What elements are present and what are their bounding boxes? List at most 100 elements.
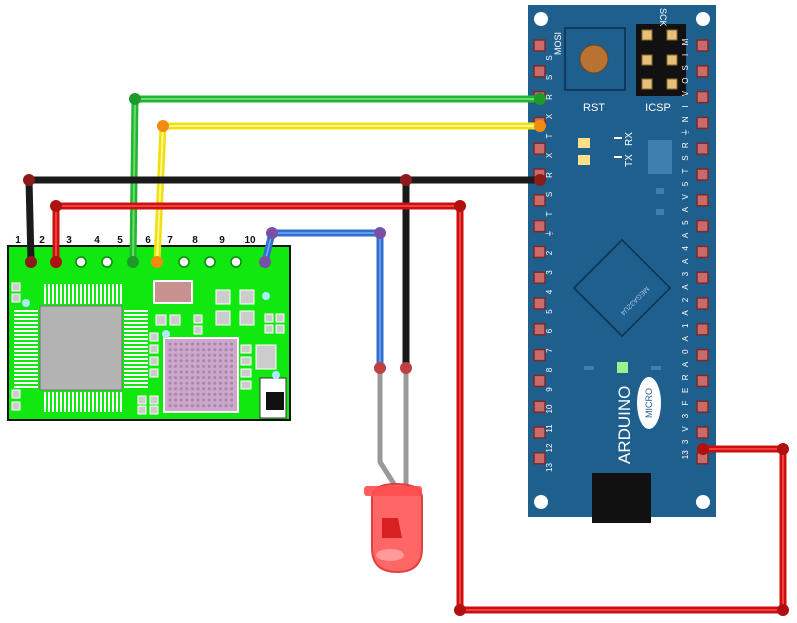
reset-button[interactable]	[564, 27, 626, 91]
bga-ball	[174, 404, 178, 408]
header-label: E	[681, 388, 690, 393]
icsp-pin[interactable]	[666, 29, 678, 41]
module-chip-left	[39, 305, 123, 391]
header-pin[interactable]	[696, 39, 709, 52]
header-pin[interactable]	[533, 65, 546, 78]
header-label: R	[545, 94, 554, 100]
bga-ball	[174, 387, 178, 391]
module-pin[interactable]	[101, 256, 113, 268]
chip-pin	[124, 362, 148, 364]
bga-ball	[202, 392, 206, 396]
bga-ball	[185, 376, 189, 380]
header-pin[interactable]	[696, 194, 709, 207]
header-pin[interactable]	[533, 452, 546, 465]
bga-ball	[213, 392, 217, 396]
module-pin[interactable]	[204, 256, 216, 268]
header-pin[interactable]	[533, 245, 546, 259]
bga-ball	[168, 370, 172, 374]
chip-pin	[92, 392, 94, 412]
header-pin[interactable]	[533, 426, 546, 439]
yellow-wire[interactable]	[153, 122, 540, 263]
bga-ball	[185, 381, 189, 385]
header-pin[interactable]	[696, 348, 709, 362]
header-pin[interactable]	[696, 168, 709, 181]
wire-end	[151, 256, 163, 268]
header-pin[interactable]	[533, 348, 546, 362]
header-pin[interactable]	[696, 219, 709, 233]
module-pin[interactable]	[230, 256, 242, 268]
header-label: V	[681, 90, 690, 96]
bga-ball	[196, 381, 200, 385]
bga-ball	[174, 342, 178, 346]
smd-component	[240, 344, 252, 354]
icsp-pin[interactable]	[666, 78, 678, 90]
module-pin-number: 1	[15, 235, 21, 246]
chip-pin	[72, 284, 74, 304]
header-pin[interactable]	[533, 39, 546, 52]
header-pin[interactable]	[533, 219, 546, 233]
bga-ball	[196, 387, 200, 391]
wire-end	[777, 604, 789, 616]
bga-ball	[174, 392, 178, 396]
chip-pin	[108, 392, 110, 412]
bga-ball	[213, 381, 217, 385]
header-label: R	[681, 142, 690, 148]
chip-pin	[64, 284, 66, 304]
header-label: S	[681, 65, 690, 70]
header-pin[interactable]	[533, 194, 546, 207]
header-label: ⏚	[681, 128, 690, 136]
icsp-pin[interactable]	[641, 54, 653, 66]
bga-ball	[224, 387, 228, 391]
smd-part	[651, 366, 661, 370]
header-pin[interactable]	[696, 245, 709, 259]
bga-ball	[218, 342, 222, 346]
bga-ball	[213, 387, 217, 391]
header-pin[interactable]	[696, 323, 709, 336]
bga-ball	[179, 353, 183, 357]
header-pin[interactable]	[696, 116, 709, 130]
header-pin[interactable]	[533, 323, 546, 336]
bga-ball	[202, 348, 206, 352]
bga-ball	[174, 398, 178, 402]
header-label: 2	[545, 250, 554, 255]
bga-ball	[196, 404, 200, 408]
header-pin[interactable]	[696, 426, 709, 439]
micro-badge	[637, 377, 661, 429]
header-pin[interactable]	[696, 142, 709, 155]
header-label: 3	[681, 271, 690, 276]
header-pin[interactable]	[696, 297, 709, 310]
chip-pin	[14, 386, 38, 388]
bga-ball	[168, 342, 172, 346]
header-pin[interactable]	[533, 400, 546, 413]
header-pin[interactable]	[533, 271, 546, 284]
module-smd-components	[11, 282, 285, 415]
bga-ball	[179, 342, 183, 346]
icsp-pin[interactable]	[641, 78, 653, 90]
wire-end	[777, 443, 789, 455]
bga-ball	[218, 404, 222, 408]
chip-pin	[14, 366, 38, 368]
header-pin[interactable]	[696, 65, 709, 78]
module-crystal	[153, 280, 193, 304]
bga-ball	[218, 398, 222, 402]
header-pin[interactable]	[533, 142, 546, 155]
bga-ball	[218, 370, 222, 374]
chip-pin	[80, 284, 82, 304]
bga-ball	[218, 364, 222, 368]
header-pin[interactable]	[696, 400, 709, 413]
chip-pin	[124, 354, 148, 356]
icsp-pin[interactable]	[641, 29, 653, 41]
icsp-pin[interactable]	[666, 54, 678, 66]
module-pin[interactable]	[178, 256, 190, 268]
header-pin[interactable]	[696, 90, 709, 104]
module-pin[interactable]	[75, 256, 87, 268]
header-label: O	[681, 78, 690, 84]
mounting-hole	[534, 12, 548, 26]
wire-end	[400, 174, 412, 186]
header-pin[interactable]	[533, 297, 546, 310]
bga-ball	[190, 364, 194, 368]
header-pin[interactable]	[533, 374, 546, 388]
header-pin[interactable]	[696, 374, 709, 388]
bga-ball	[202, 342, 206, 346]
header-pin[interactable]	[696, 271, 709, 284]
